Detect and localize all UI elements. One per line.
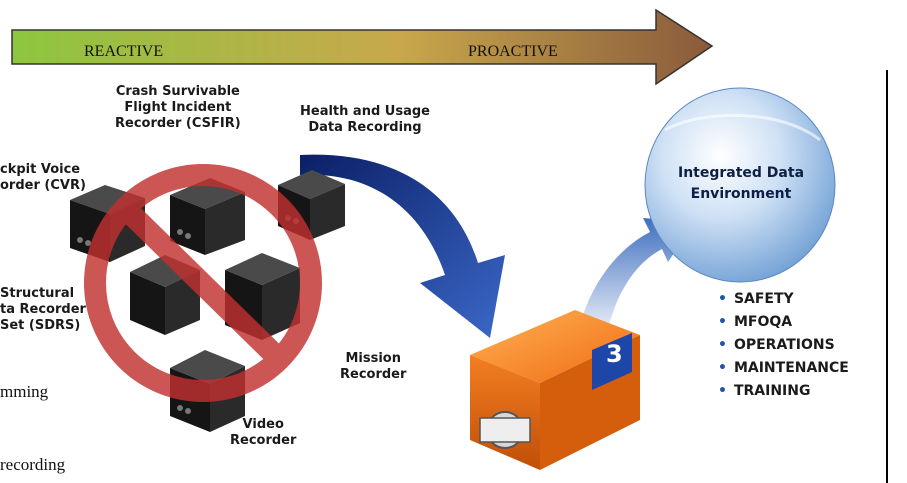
benefit-item: •SAFETY — [718, 291, 794, 307]
hums-label: Health and Usage Data Recording — [300, 104, 430, 135]
csfir-label: Crash Survivable Flight Incident Recorde… — [115, 84, 241, 131]
benefit-item: •MFOQA — [718, 314, 793, 330]
benefits-list: •SAFETY •MFOQA •OPERATIONS •MAINTENANCE … — [718, 288, 849, 403]
blue-curved-arrow — [300, 154, 505, 338]
digital-data-recorder-device — [470, 310, 640, 470]
cutoff-text-line2: recording — [0, 455, 66, 474]
device-badge: 3 — [606, 340, 623, 368]
benefit-item: •MAINTENANCE — [718, 360, 849, 376]
cvr-label: ckpit Voice order (CVR) — [0, 162, 86, 193]
mission-label: Mission Recorder — [340, 351, 407, 382]
reactive-label: REACTIVE — [84, 43, 164, 60]
right-border-line — [886, 70, 888, 483]
recorder-box-csfir — [170, 178, 245, 255]
benefit-item: •OPERATIONS — [718, 337, 835, 353]
up-curved-arrow — [575, 218, 695, 345]
video-label: Video Recorder — [230, 417, 297, 448]
integrated-data-environment-title: Integrated Data Environment — [677, 165, 805, 202]
sdrs-label: Structural ta Recorder Set (SDRS) — [0, 286, 86, 333]
benefit-item: •TRAINING — [718, 383, 811, 399]
prohibited-sign — [84, 164, 322, 402]
reactive-proactive-arrow — [11, 8, 714, 86]
cutoff-text-line1: mming — [0, 382, 49, 401]
integrated-data-globe — [644, 87, 836, 283]
proactive-label: PROACTIVE — [468, 43, 558, 60]
